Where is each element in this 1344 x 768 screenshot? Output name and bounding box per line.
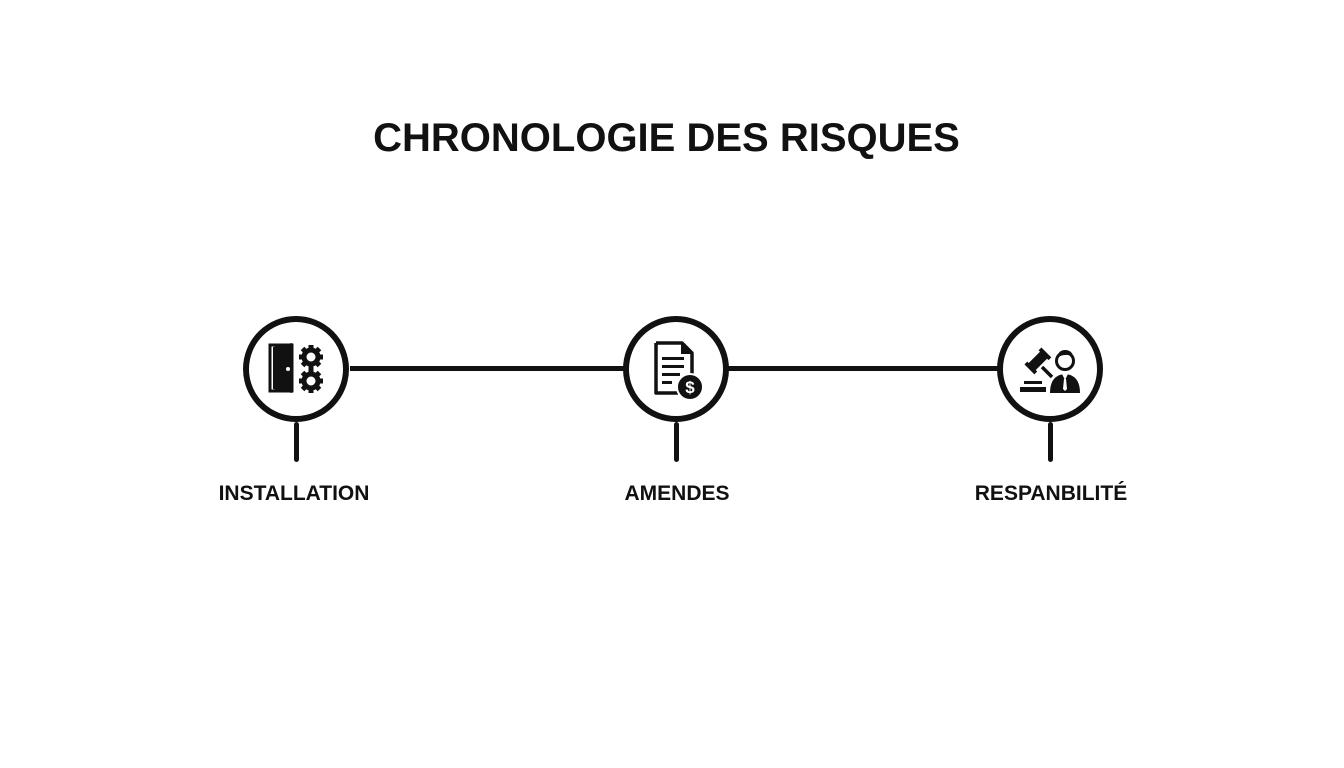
timeline-node-installation xyxy=(243,316,349,422)
timeline-node-responsabilite xyxy=(997,316,1103,422)
gavel-lawyer-icon xyxy=(1020,347,1080,393)
timeline-node-amendes: $ xyxy=(623,316,729,422)
timeline-stem-responsabilite xyxy=(1048,422,1053,462)
invoice-dollar-icon: $ xyxy=(654,341,704,401)
timeline-connector-1 xyxy=(350,366,626,371)
timeline-stem-installation xyxy=(294,422,299,462)
step-label-amendes: AMENDES xyxy=(624,482,730,505)
step-label-responsabilite: RESPANBILITÉ xyxy=(974,482,1128,505)
door-gears-icon xyxy=(268,343,323,393)
diagram-title: CHRONOLOGIE DES RISQUES xyxy=(373,116,960,160)
timeline-connector-2 xyxy=(728,366,1000,371)
svg-text:$: $ xyxy=(685,378,695,397)
step-label-installation: INSTALLATION xyxy=(218,482,370,505)
timeline-stem-amendes xyxy=(674,422,679,462)
